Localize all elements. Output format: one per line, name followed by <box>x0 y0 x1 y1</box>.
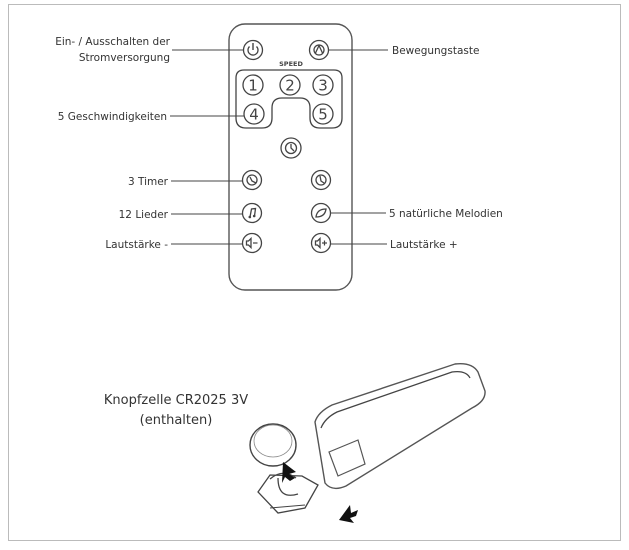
speed-button-2-label: 2 <box>285 77 295 95</box>
speed-button-3-label: 3 <box>318 77 328 95</box>
callout-lines <box>170 49 388 245</box>
swing-icon <box>313 43 325 56</box>
label-songs: 12 Lieder <box>119 209 169 221</box>
label-speeds: 5 Geschwindigkeiten <box>58 111 167 123</box>
timer-icon <box>315 174 327 186</box>
songs-button[interactable] <box>241 202 263 224</box>
power-icon <box>247 43 259 56</box>
label-timer: 3 Timer <box>128 176 169 188</box>
label-power-line1: Ein- / Ausschalten der <box>55 36 170 48</box>
speed-button-1-label: 1 <box>248 77 258 95</box>
remote-body <box>228 23 353 291</box>
speed-label: SPEED <box>279 60 303 68</box>
music-note-icon <box>248 207 257 219</box>
label-melodies: 5 natürliche Melodien <box>389 208 503 220</box>
label-battery-line1: Knopfzelle CR2025 3V <box>104 393 248 408</box>
speed-group-outline <box>235 69 343 129</box>
insert-arrows <box>282 462 358 523</box>
remote-back-view <box>314 362 486 490</box>
motion-button[interactable] <box>308 39 330 61</box>
speed-button-5[interactable]: 5 <box>312 103 334 125</box>
volume-down-button[interactable] <box>241 232 263 254</box>
speed-button-3[interactable]: 3 <box>312 74 334 96</box>
leaf-icon <box>315 208 327 218</box>
volume-up-button[interactable] <box>310 232 332 254</box>
speed-label-bg <box>274 58 308 68</box>
arrow-up-right-icon <box>339 505 358 523</box>
speed-button-2[interactable]: 2 <box>279 74 301 96</box>
coin-cell-battery <box>249 423 297 467</box>
speed-button-1[interactable]: 1 <box>242 74 264 96</box>
timer-button-secondary[interactable] <box>310 169 332 191</box>
speed-button-5-label: 5 <box>318 106 328 124</box>
label-volume-down: Lautstärke - <box>105 239 168 251</box>
power-button[interactable] <box>242 39 264 61</box>
arrow-down-icon <box>282 462 296 483</box>
timer-button[interactable] <box>241 169 263 191</box>
volume-down-icon <box>245 236 258 250</box>
timer-icon <box>284 141 298 155</box>
timer-icon <box>246 174 258 186</box>
center-timer-button[interactable] <box>280 137 302 159</box>
label-motion: Bewegungstaste <box>392 45 479 57</box>
frame-border <box>8 4 621 541</box>
label-battery-line2: (enthalten) <box>140 413 213 428</box>
label-volume-up: Lautstärke + <box>390 239 458 251</box>
label-power-line2: Stromversorgung <box>79 52 170 64</box>
melodies-button[interactable] <box>310 202 332 224</box>
speed-button-4-label: 4 <box>249 106 259 124</box>
volume-up-icon <box>314 236 327 250</box>
speed-button-4[interactable]: 4 <box>243 103 265 125</box>
